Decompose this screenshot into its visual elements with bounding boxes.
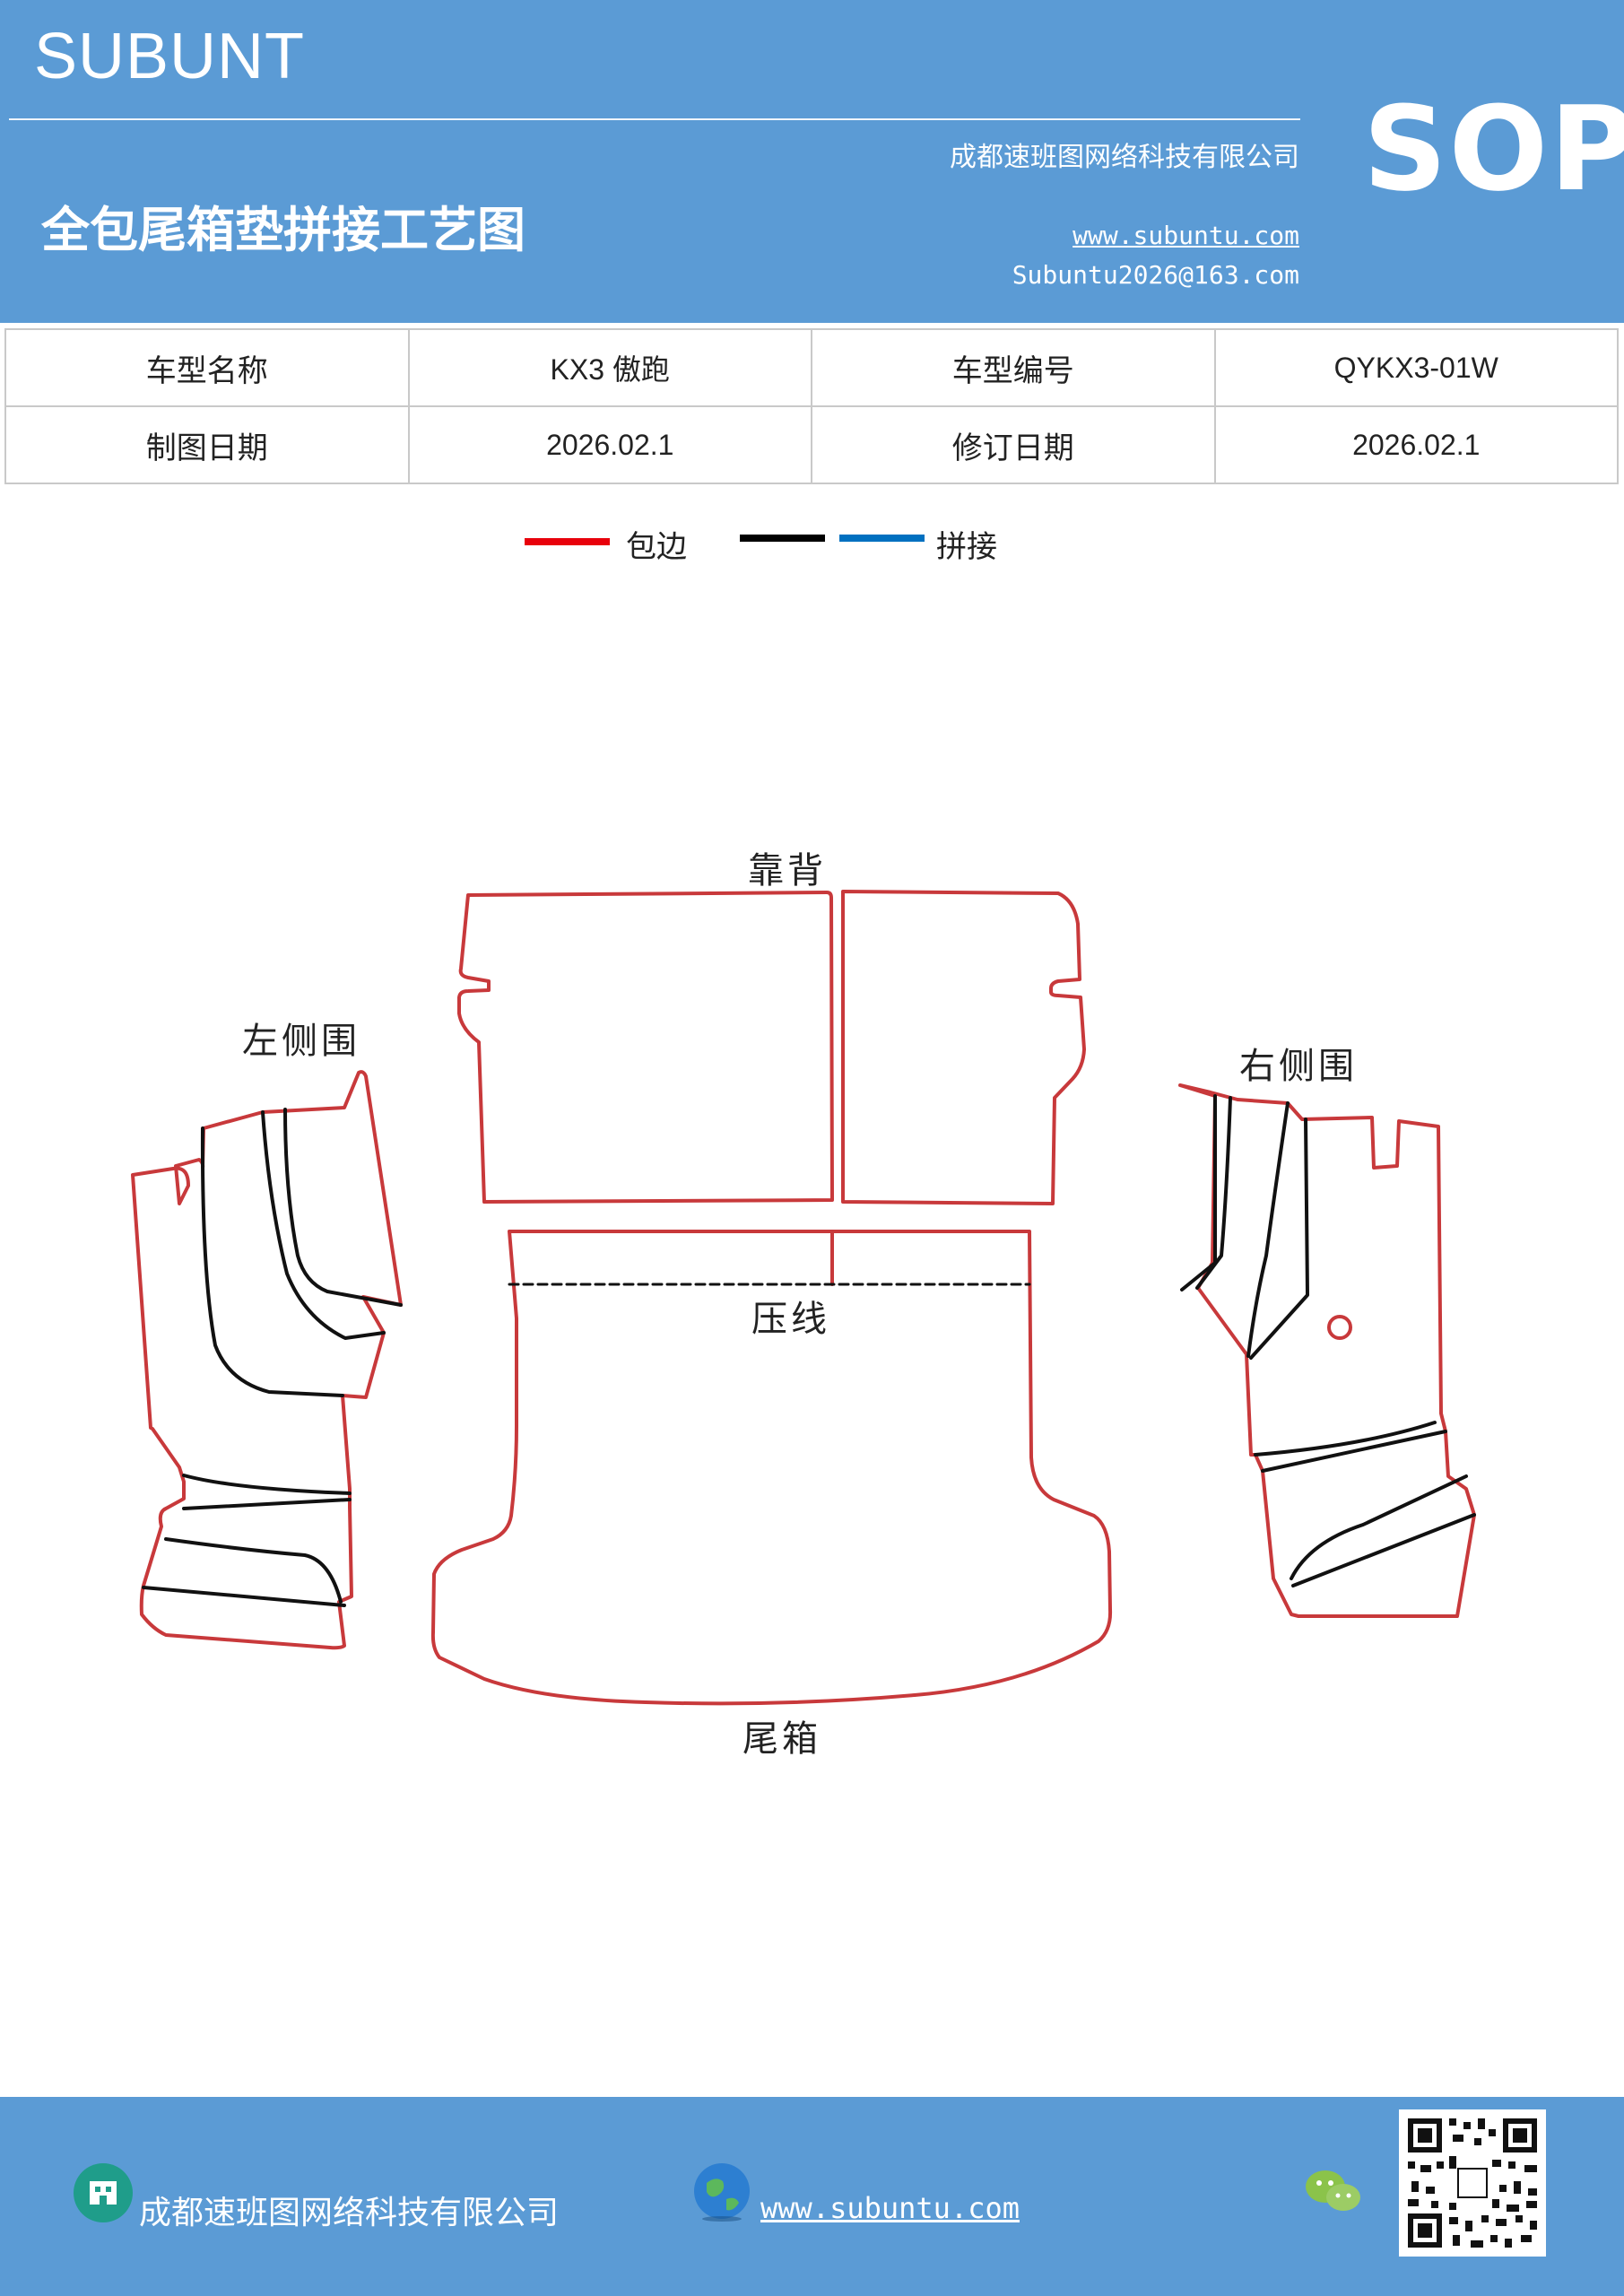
legend-swatch-seam [839, 535, 925, 542]
wechat-icon [1306, 2170, 1360, 2211]
right-side-hole [1327, 1315, 1352, 1340]
header-divider [9, 118, 1300, 120]
table-row: 制图日期 2026.02.1 修订日期 2026.02.1 [4, 405, 1619, 484]
backrest-right-panel [841, 890, 1086, 1205]
table-row: 车型名称 KX3 傲跑 车型编号 QYKX3-01W [4, 328, 1619, 407]
trunk-floor-panel [430, 1230, 1113, 1706]
building-icon [74, 2163, 133, 2222]
right-side-seam-3 [1246, 1101, 1290, 1358]
label-right-side: 右侧围 [1239, 1046, 1358, 1087]
label-left-side: 左侧围 [242, 1021, 360, 1062]
label-revision-date: 修订日期 [811, 405, 1216, 484]
label-trunk: 尾箱 [743, 1718, 821, 1760]
footer-website-link[interactable]: www.subuntu.com [760, 2191, 1020, 2225]
left-side-seam-6 [164, 1537, 343, 1604]
right-side-seam-5 [1254, 1421, 1437, 1457]
value-vehicle-name: KX3 傲跑 [407, 328, 812, 407]
label-draw-date: 制图日期 [4, 405, 410, 484]
label-press-line: 压线 [751, 1299, 830, 1340]
right-side-seam-8 [1291, 1513, 1476, 1587]
qr-code [1399, 2109, 1546, 2257]
left-side-seam-5 [182, 1498, 352, 1510]
left-side-seam-1 [200, 1126, 344, 1397]
legend-label-binding: 包边 [626, 529, 687, 565]
right-side-seam-2 [1195, 1096, 1232, 1290]
right-side-seam-6 [1261, 1430, 1447, 1473]
legend-swatch-binding [525, 538, 610, 545]
vehicle-info-table: 车型名称 KX3 傲跑 车型编号 QYKX3-01W 制图日期 2026.02.… [4, 328, 1619, 484]
website-link[interactable]: www.subuntu.com [1073, 221, 1299, 250]
right-side-seam-1 [1180, 1094, 1217, 1292]
left-side-seam-4 [182, 1474, 352, 1495]
left-side-seam-2 [261, 1110, 386, 1340]
globe-icon [694, 2163, 750, 2222]
line-legend: 包边 拼接 [0, 520, 1624, 574]
left-side-seam-3 [283, 1108, 403, 1307]
email-address: Subuntu2026@163.com [1012, 260, 1299, 290]
legend-label-seam: 拼接 [936, 529, 997, 565]
company-name: 成都速班图网络科技有限公司 [950, 142, 1299, 173]
value-vehicle-code: QYKX3-01W [1213, 328, 1619, 407]
label-backrest: 靠背 [748, 850, 827, 891]
sop-badge: SOP [1363, 81, 1624, 217]
value-draw-date: 2026.02.1 [407, 405, 812, 484]
document-title: 全包尾箱垫拼接工艺图 [41, 202, 525, 258]
backrest-left-panel [457, 891, 834, 1204]
header-banner: SUBUNT 成都速班图网络科技有限公司 全包尾箱垫拼接工艺图 www.subu… [0, 0, 1624, 323]
right-side-seam-7 [1290, 1474, 1468, 1580]
right-side-seam-4 [1249, 1118, 1309, 1360]
label-vehicle-name: 车型名称 [4, 328, 410, 407]
label-vehicle-code: 车型编号 [811, 328, 1216, 407]
left-side-seam-7 [142, 1586, 346, 1607]
legend-swatch-black [740, 535, 825, 542]
footer-company-name: 成都速班图网络科技有限公司 [139, 2195, 560, 2231]
footer-banner: 成都速班图网络科技有限公司 www.subuntu.com [0, 2097, 1624, 2296]
left-side-panel-outline [131, 1070, 403, 1650]
brand-name: SUBUNT [34, 21, 306, 92]
right-side-panel-outline [1178, 1083, 1476, 1618]
value-revision-date: 2026.02.1 [1213, 405, 1619, 484]
